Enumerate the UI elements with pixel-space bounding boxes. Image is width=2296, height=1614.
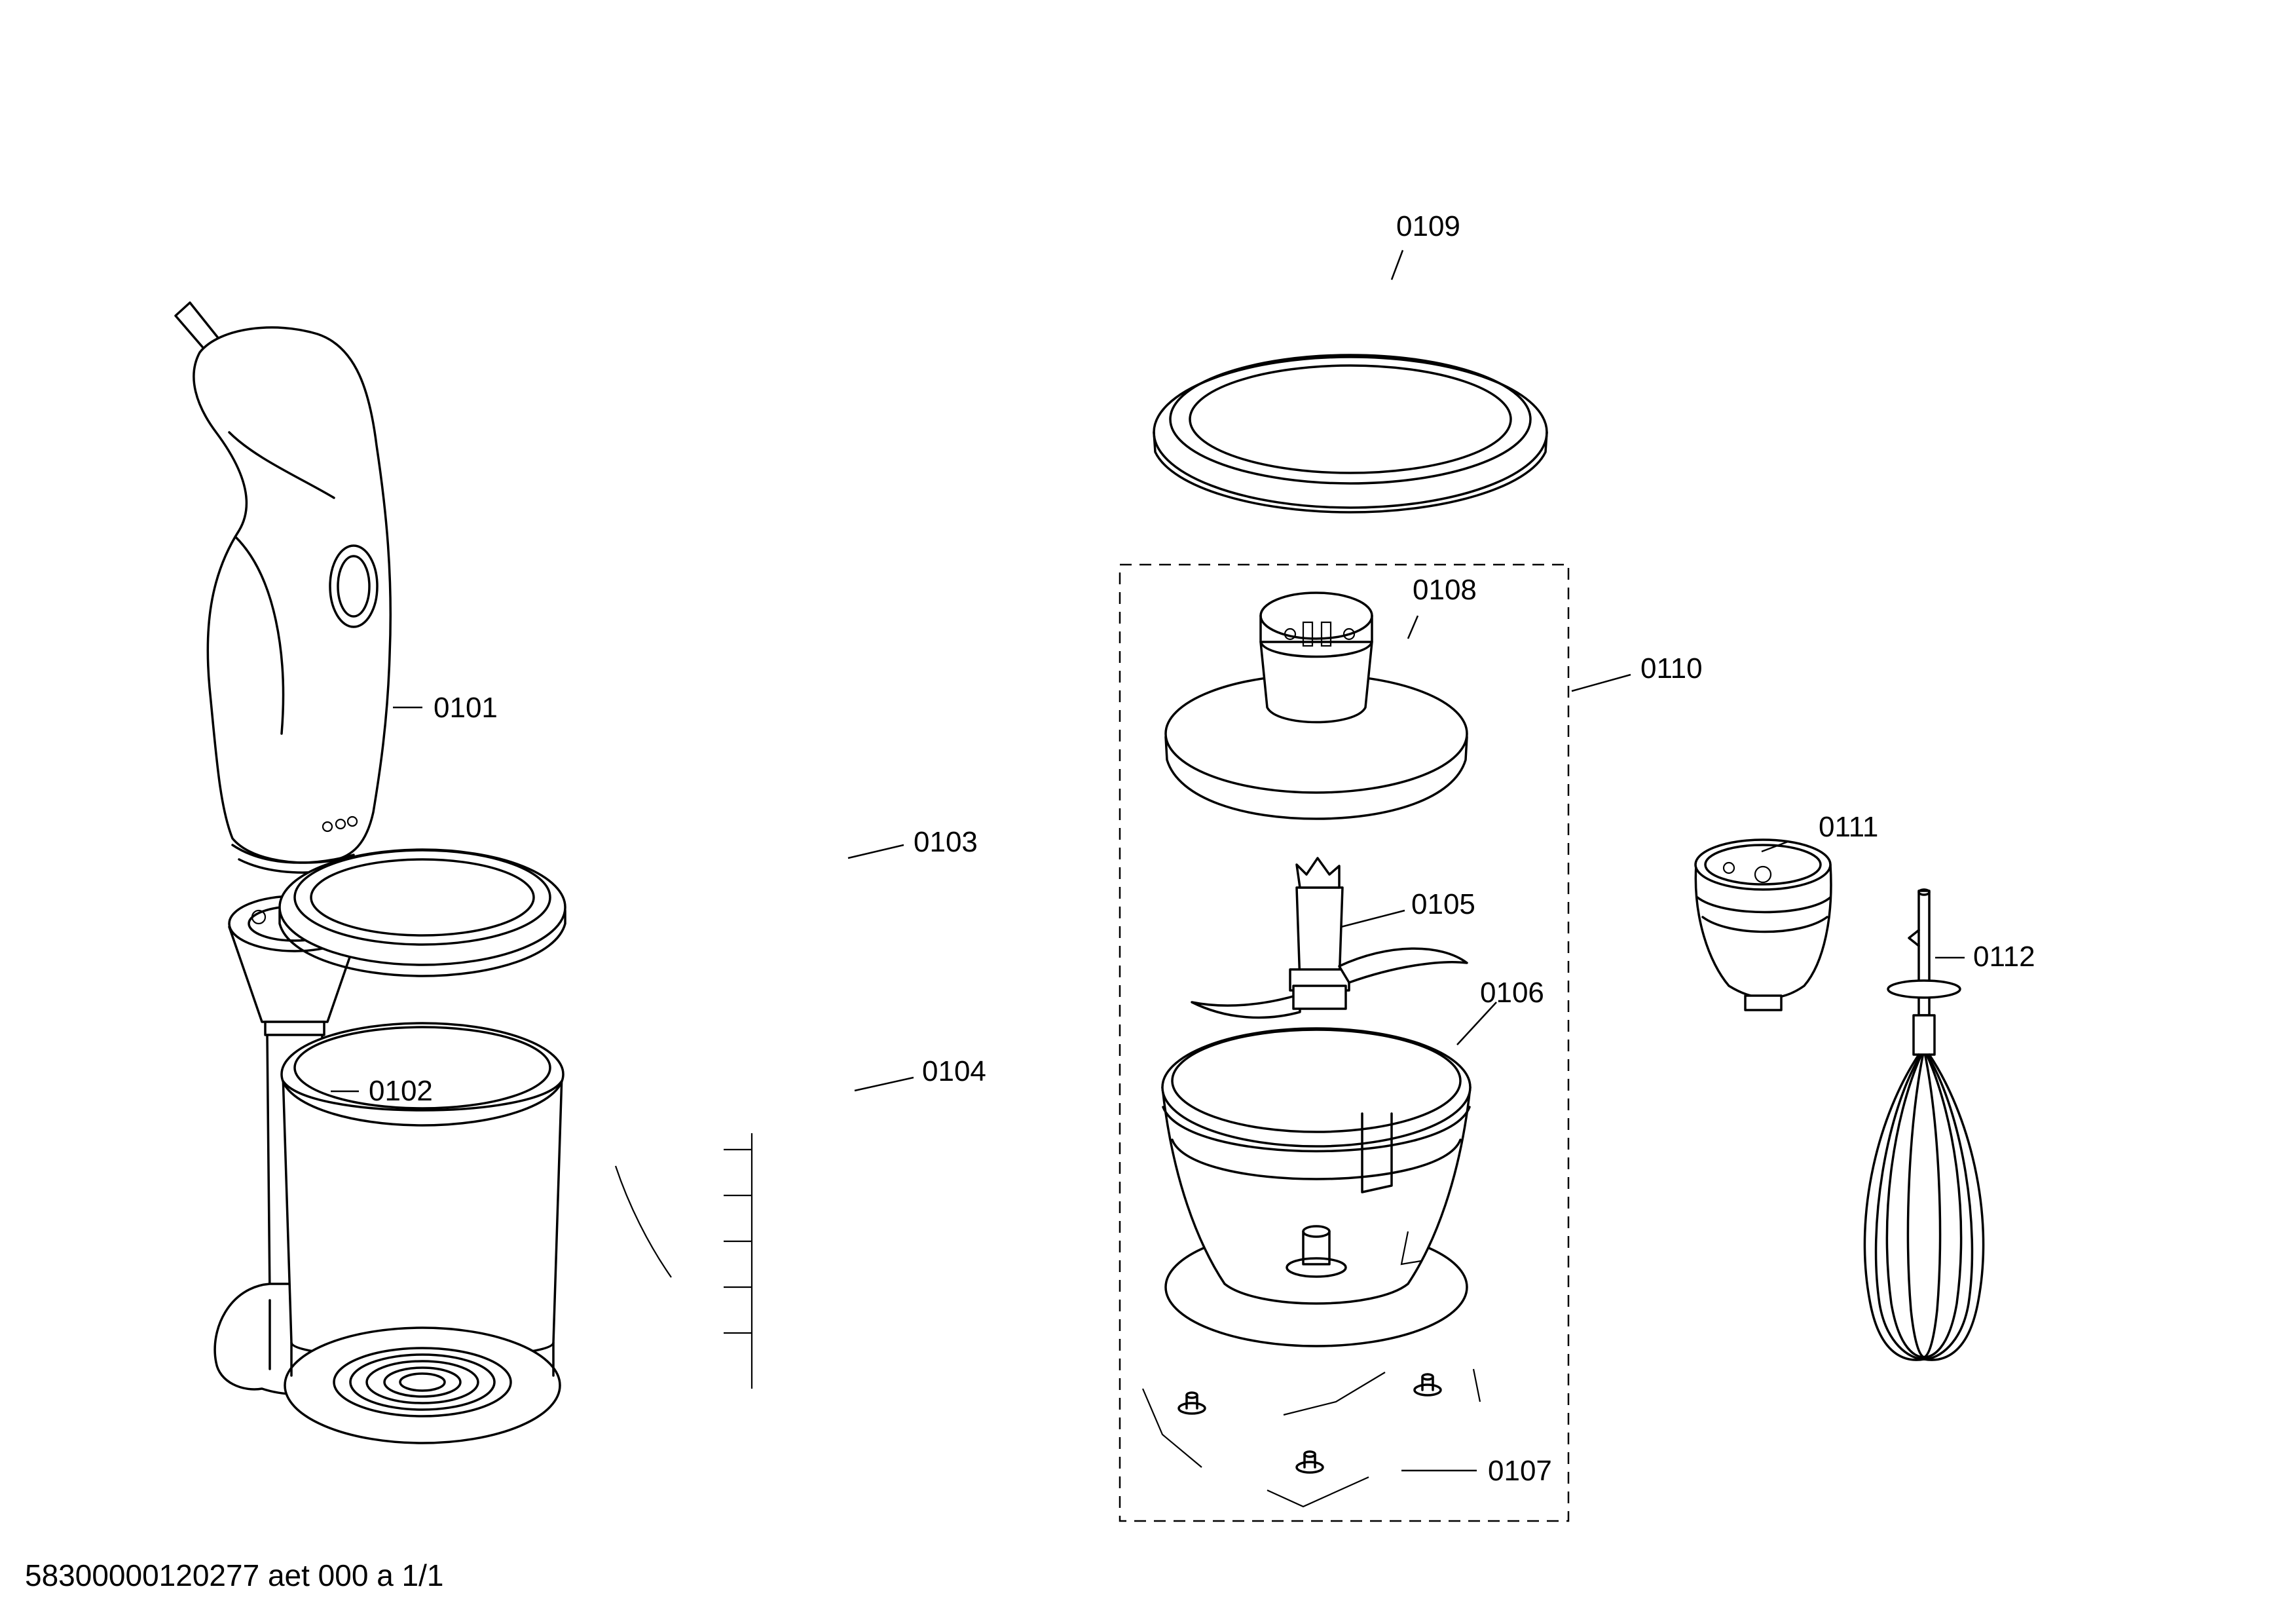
callout-0107: 0107 <box>1488 1455 1552 1487</box>
callout-0102: 0102 <box>369 1075 433 1107</box>
chopper-bottom-lid <box>1153 354 1548 514</box>
chopper-set-boundary <box>1119 563 1570 1522</box>
callout-0104: 0104 <box>922 1055 986 1087</box>
callout-0103: 0103 <box>914 826 978 858</box>
callout-0111: 0111 <box>1819 811 1878 843</box>
chopper-top <box>1164 591 1468 820</box>
callout-0106: 0106 <box>1480 977 1544 1009</box>
callout-labels: 0101 0102 0103 0104 0105 0106 0107 0108 … <box>369 210 2035 1487</box>
measuring-beaker <box>280 1022 753 1444</box>
callout-0109: 0109 <box>1396 210 1460 242</box>
whisk <box>1863 888 1985 1361</box>
callout-0112: 0112 <box>1973 941 2035 973</box>
chopper-feet <box>1141 1368 1481 1508</box>
chopper-bowl <box>1161 1027 1472 1347</box>
motor-handle <box>174 301 392 874</box>
callout-0110: 0110 <box>1640 652 1703 685</box>
whisk-gearbox <box>1694 838 1832 1011</box>
callout-0101: 0101 <box>434 692 498 724</box>
chopper-blade <box>1191 857 1468 1019</box>
leader-lines <box>331 250 1965 1472</box>
document-id: 58300000120277 aet 000 a 1/1 <box>25 1558 444 1592</box>
callout-0108: 0108 <box>1413 574 1477 606</box>
callout-0105: 0105 <box>1411 888 1475 920</box>
jug-lid <box>278 848 566 977</box>
